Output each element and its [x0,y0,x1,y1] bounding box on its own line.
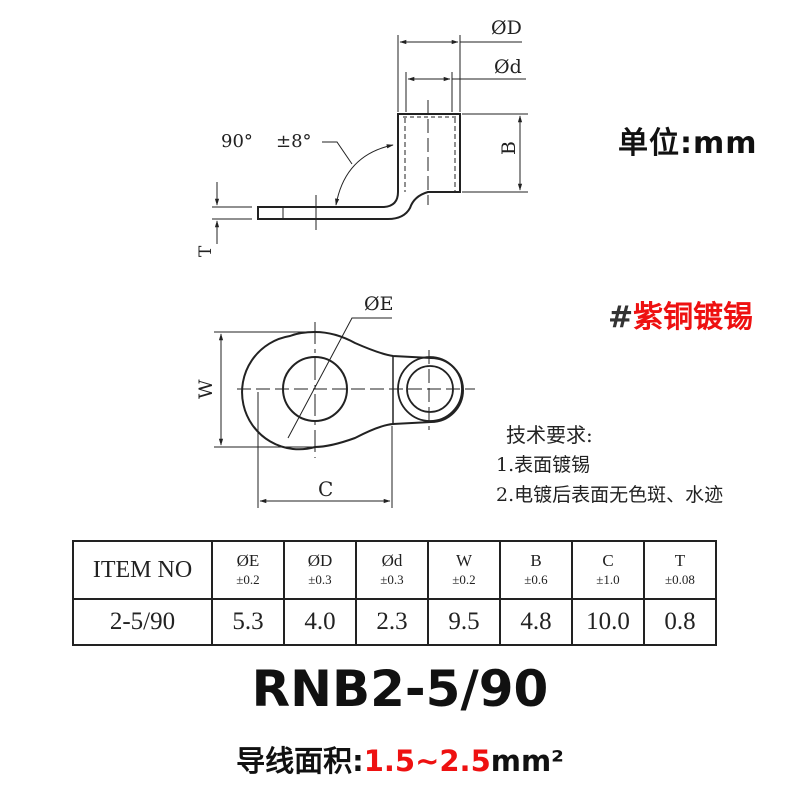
header-col-T: T±0.08 [643,540,717,600]
material-hash: # [608,300,634,335]
cell-C: 10.0 [571,598,645,646]
model-name: RNB2-5/90 [251,660,549,718]
top-view-labels: ØE W C [195,293,393,501]
cell-E: 5.3 [211,598,285,646]
wire-area-range: 1.5~2.5 [363,744,491,778]
table-header-row: ITEM NO ØE±0.2 ØD±0.3 Ød±0.3 W±0.2 B±0.6… [72,540,717,600]
header-col-B: B±0.6 [499,540,573,600]
cell-B: 4.8 [499,598,573,646]
header-col-W: W±0.2 [427,540,501,600]
dim-W-label: W [195,379,217,399]
dim-D-label: ØD [491,17,522,39]
cell-d: 2.3 [355,598,429,646]
angle-tolerance-label: ±8° [276,131,312,152]
header-item-no: ITEM NO [72,540,213,600]
dim-T-label: T [196,245,216,257]
cell-W: 9.5 [427,598,501,646]
side-view-labels: ØD Ød 90° ±8° B T [196,17,522,257]
header-col-C: C±1.0 [571,540,645,600]
requirement-item: 2.电镀后表面无色斑、水迹 [496,484,724,506]
material-label: #紫铜镀锡 [608,292,753,336]
spec-table: ITEM NO ØE±0.2 ØD±0.3 Ød±0.3 W±0.2 B±0.6… [72,540,717,646]
requirement-item: 1.表面镀锡 [496,454,591,476]
header-col-E: ØE±0.2 [211,540,285,600]
wire-area: 导线面积:1.5~2.5mm² [0,738,800,780]
dim-d-label: Ød [494,56,522,78]
header-col-d: Ød±0.3 [355,540,429,600]
cell-D: 4.0 [283,598,357,646]
cell-item-no: 2-5/90 [72,598,213,646]
top-view [214,317,475,508]
dim-C-label: C [318,477,333,501]
dim-E-label: ØE [364,293,393,315]
wire-area-unit: mm² [490,744,564,778]
cell-T: 0.8 [643,598,717,646]
technical-drawing: ØD Ød 90° ±8° B T ØE W C [195,17,528,508]
angle-label: 90° [221,131,253,152]
wire-area-label: 导线面积: [236,744,364,778]
dim-B-label: B [498,141,520,155]
technical-requirements: 技术要求: 1.表面镀锡 2.电镀后表面无色斑、水迹 [496,420,723,510]
table-row: 2-5/90 5.3 4.0 2.3 9.5 4.8 10.0 0.8 [72,598,717,646]
header-col-D: ØD±0.3 [283,540,357,600]
unit-label: 单位:mm [618,126,758,161]
material-text: 紫铜镀锡 [633,300,754,335]
requirements-title: 技术要求: [506,423,593,447]
side-view [212,35,528,244]
